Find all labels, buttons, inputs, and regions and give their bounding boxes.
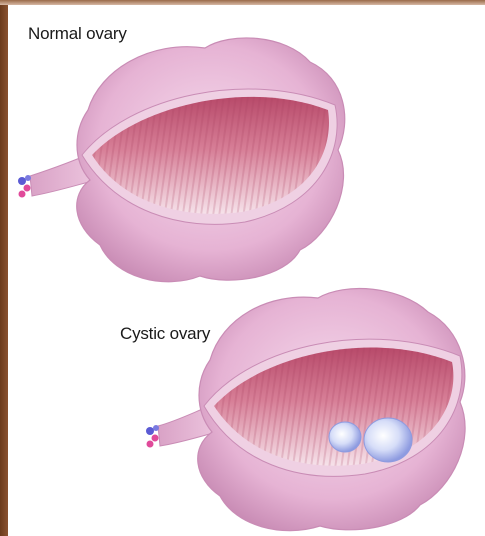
normal-ovary-vessel-ends bbox=[18, 175, 31, 198]
normal-ovary bbox=[18, 38, 345, 282]
cyst-large bbox=[364, 418, 412, 462]
cyst-small bbox=[329, 422, 361, 452]
cystic-ovary-label: Cystic ovary bbox=[120, 324, 210, 344]
normal-ovary-label: Normal ovary bbox=[28, 24, 127, 44]
cystic-ovary-vessel-ends bbox=[146, 425, 159, 448]
